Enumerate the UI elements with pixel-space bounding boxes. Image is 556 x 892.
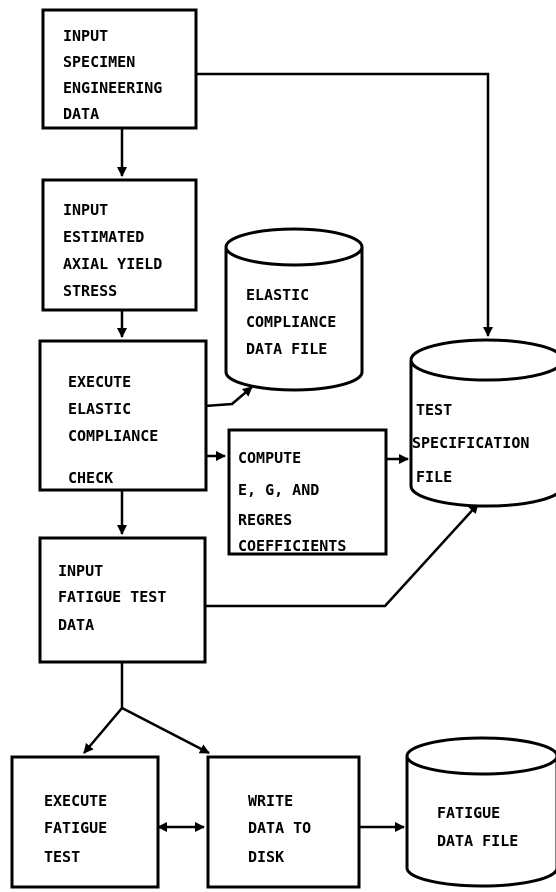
edge-input-fatigue-to-test-spec bbox=[205, 503, 479, 608]
box-label: AXIAL YIELD bbox=[63, 255, 162, 273]
edge-input-fatigue-to-write-data bbox=[121, 706, 210, 755]
box-label: TEST bbox=[44, 848, 80, 866]
datastore-label: FATIGUE bbox=[437, 804, 500, 822]
box-label: DATA TO bbox=[248, 819, 311, 837]
box-label: SPECIMEN bbox=[63, 53, 135, 71]
box-compute: COMPUTE E, G, AND REGRES COEFFICIENTS bbox=[227, 428, 388, 556]
datastore-label: COMPLIANCE bbox=[246, 313, 336, 331]
edges bbox=[83, 72, 493, 832]
box-label: INPUT bbox=[63, 27, 108, 45]
datastore-test-specification: TEST SPECIFICATION FILE bbox=[409, 338, 556, 508]
box-label: EXECUTE bbox=[68, 373, 131, 391]
box-label: COEFFICIENTS bbox=[238, 537, 346, 555]
box-label: INPUT bbox=[58, 562, 103, 580]
box-label: DISK bbox=[248, 848, 284, 866]
edge-input-fatigue-to-execute-fatigue bbox=[83, 662, 124, 754]
box-execute-elastic: EXECUTE ELASTIC COMPLIANCE CHECK bbox=[38, 339, 208, 492]
datastore-label: DATA FILE bbox=[246, 340, 327, 358]
box-label: ENGINEERING bbox=[63, 79, 162, 97]
datastore-label: ELASTIC bbox=[246, 286, 309, 304]
box-input-specimen: INPUT SPECIMEN ENGINEERING DATA bbox=[41, 8, 198, 130]
box-label: EXECUTE bbox=[44, 792, 107, 810]
box-label: REGRES bbox=[238, 511, 292, 529]
box-input-yield: INPUT ESTIMATED AXIAL YIELD STRESS bbox=[41, 178, 198, 312]
datastore-label: DATA FILE bbox=[437, 832, 518, 850]
box-label: FATIGUE TEST bbox=[58, 588, 166, 606]
box-label: COMPUTE bbox=[238, 449, 301, 467]
box-label: E, G, AND bbox=[238, 481, 319, 499]
box-label: STRESS bbox=[63, 282, 117, 300]
datastore-label: TEST bbox=[416, 401, 452, 419]
box-label: FATIGUE bbox=[44, 819, 107, 837]
box-label: CHECK bbox=[68, 469, 113, 487]
box-label: COMPLIANCE bbox=[68, 427, 158, 445]
box-execute-fatigue: EXECUTE FATIGUE TEST bbox=[10, 755, 160, 889]
box-label: INPUT bbox=[63, 201, 108, 219]
datastore-label: SPECIFICATION bbox=[412, 434, 529, 452]
box-input-fatigue: INPUT FATIGUE TEST DATA bbox=[38, 536, 207, 664]
box-label: WRITE bbox=[248, 792, 293, 810]
box-label: DATA bbox=[58, 616, 94, 634]
edge-execute-elastic-to-elastic-file bbox=[204, 386, 253, 408]
datastore-fatigue-data: FATIGUE DATA FILE bbox=[405, 736, 556, 888]
box-label: ELASTIC bbox=[68, 400, 131, 418]
box-label: DATA bbox=[63, 105, 99, 123]
datastore-elastic-compliance: ELASTIC COMPLIANCE DATA FILE bbox=[224, 227, 364, 392]
edge-specimen-to-test-spec bbox=[196, 72, 493, 337]
datastore-label: FILE bbox=[416, 468, 452, 486]
box-label: ESTIMATED bbox=[63, 228, 144, 246]
box-write-data: WRITE DATA TO DISK bbox=[206, 755, 361, 889]
